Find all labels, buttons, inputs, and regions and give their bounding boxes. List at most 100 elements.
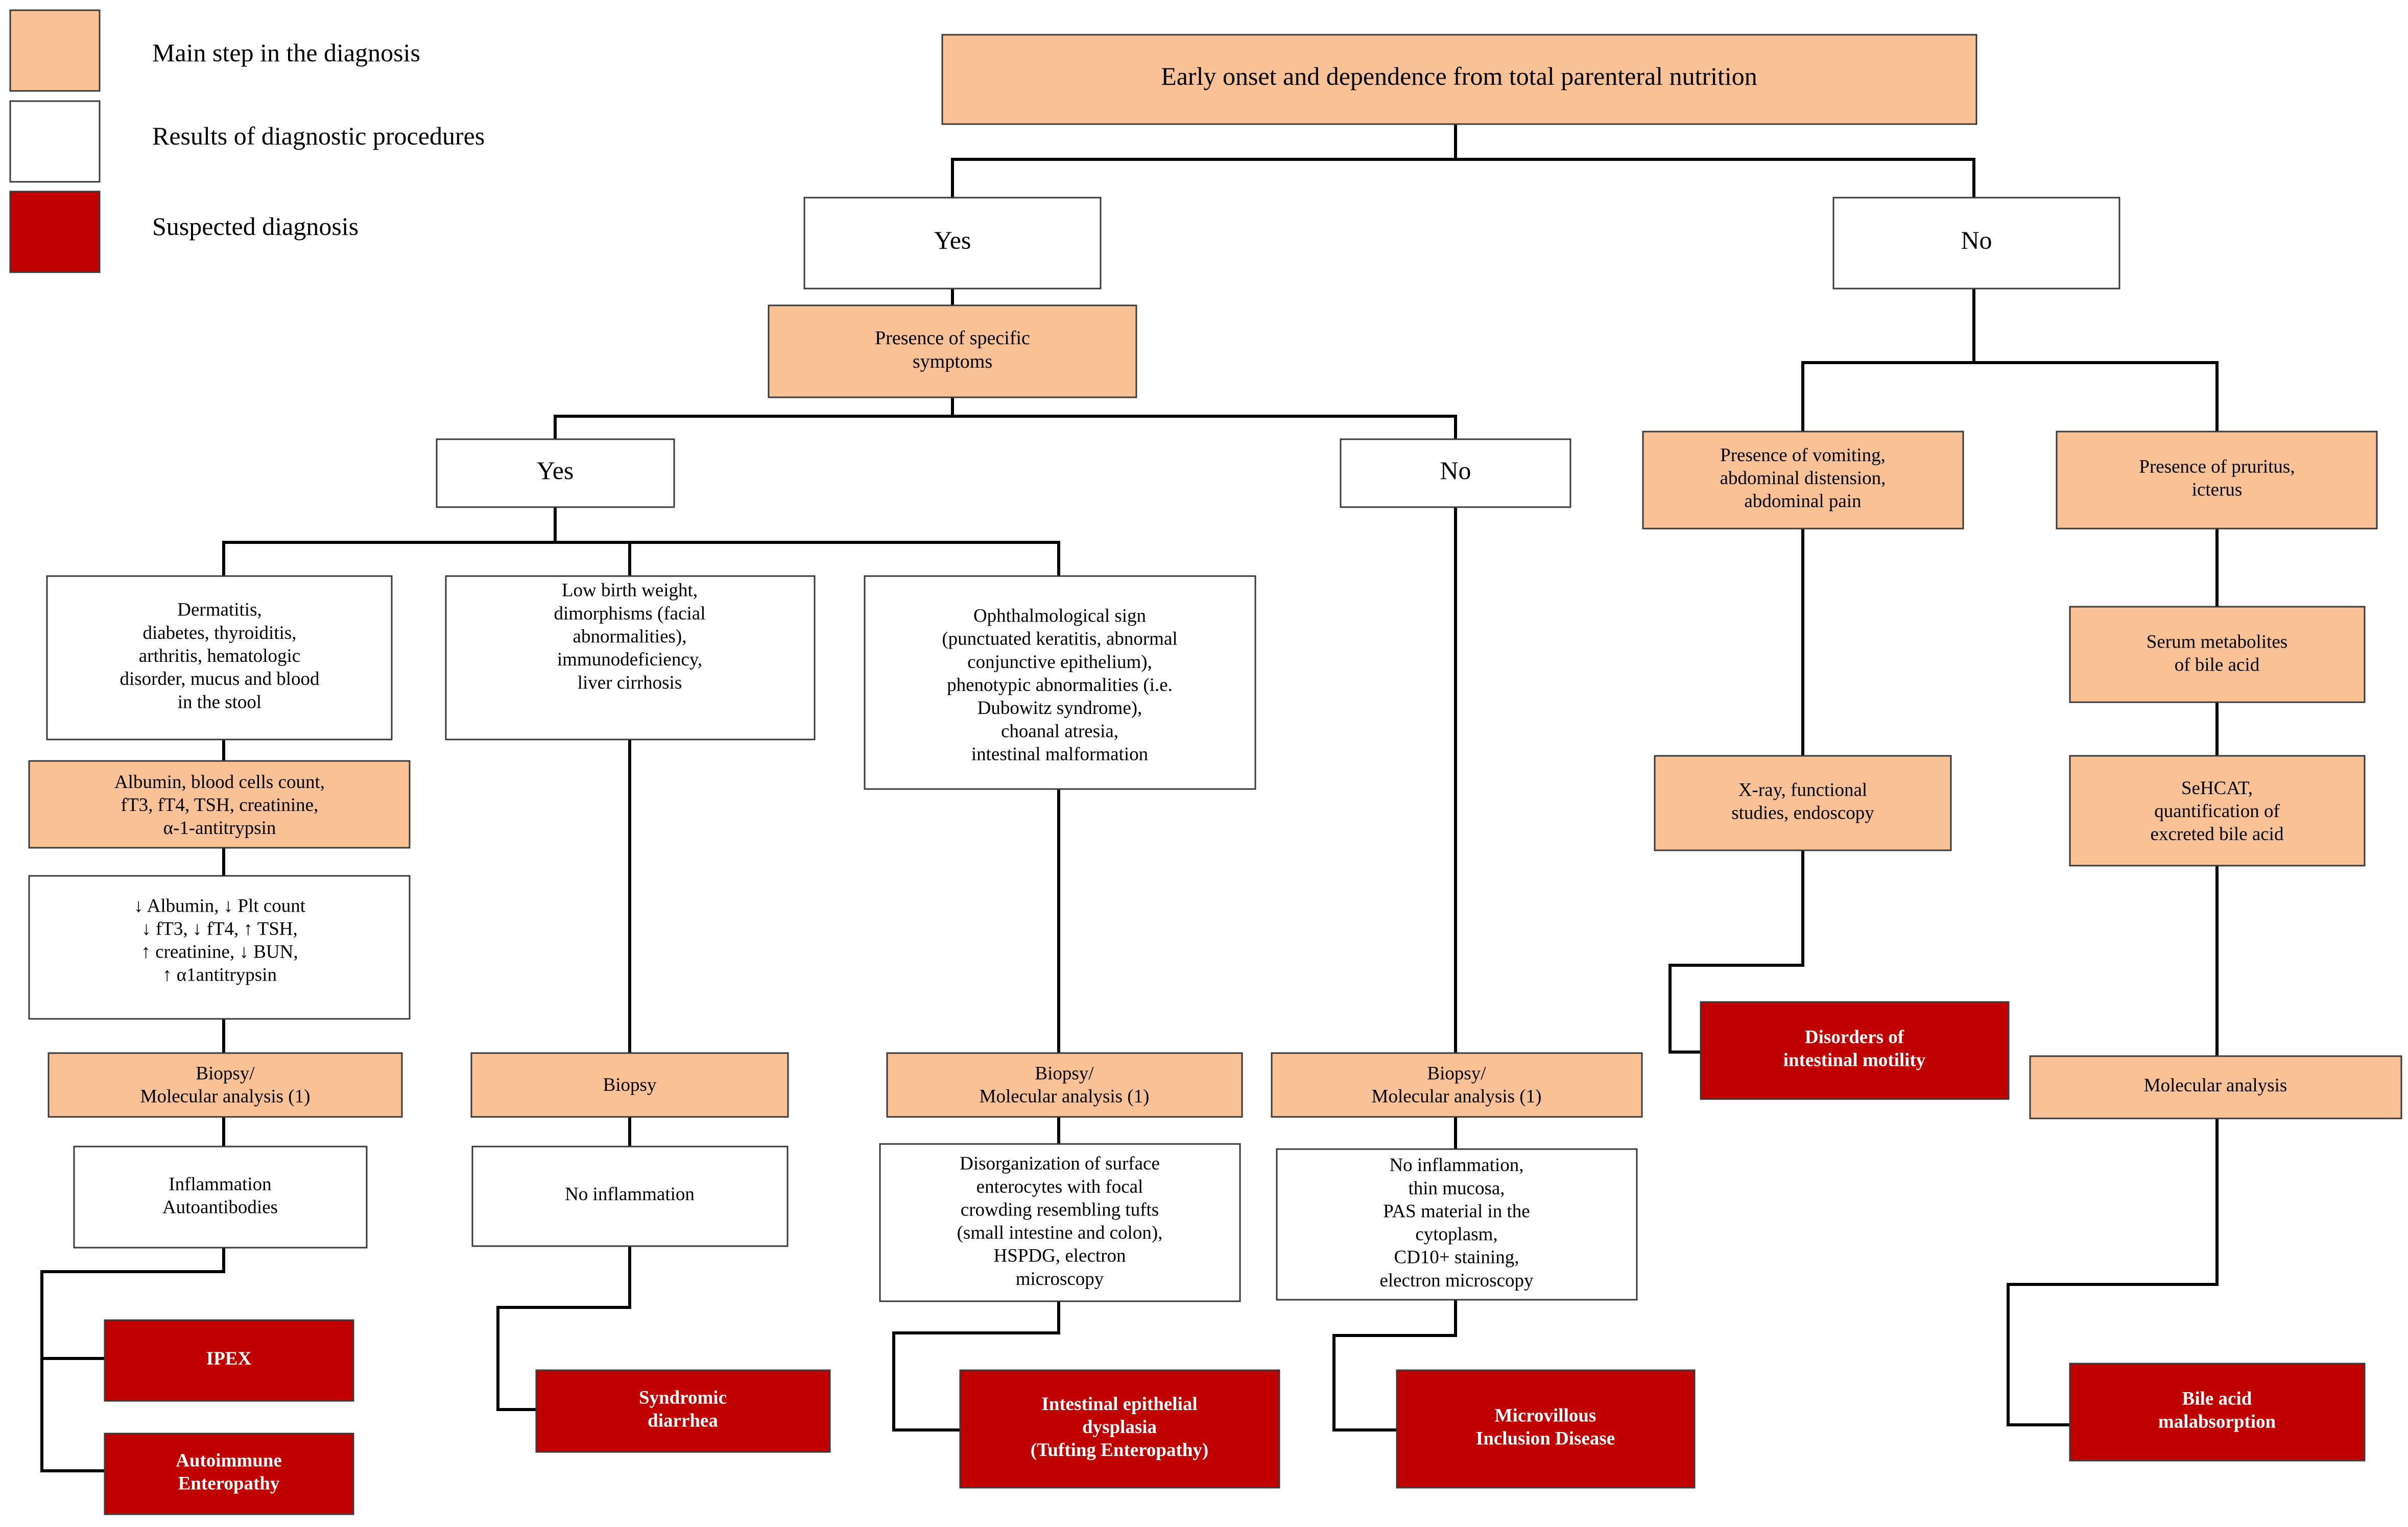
label-motility-line: intestinal motility: [1783, 1050, 1926, 1071]
connectors: [40, 123, 2219, 1472]
node-syndromic: [535, 1369, 831, 1453]
label-vomiting-line: abdominal pain: [1744, 491, 1861, 512]
label-syndromic-line: diarrhea: [648, 1411, 718, 1431]
edge-to-ipex-autoimmune: [40, 1270, 225, 1472]
label-disorganization-line: enterocytes with focal: [976, 1177, 1143, 1198]
label-lab-results-line: ↑ creatinine, ↓ BUN,: [141, 942, 298, 963]
label-root: Early onset and dependence from total pa…: [1161, 62, 1757, 90]
label-albumin-tests-line: Albumin, blood cells count,: [114, 772, 325, 793]
node-ipex: [104, 1319, 354, 1402]
edge-symptoms-split: [554, 396, 1457, 441]
label-xray-line: X-ray, functional: [1738, 780, 1867, 801]
label-bile-malabsorption-line: malabsorption: [2158, 1412, 2276, 1433]
node-yes-top: [803, 197, 1102, 290]
node-bile-malabsorption: [2069, 1363, 2366, 1462]
label-low-birth-weight-line: liver cirrhosis: [578, 673, 682, 694]
node-ophthalmological: [864, 575, 1256, 790]
label-serum-metabolites-line: of bile acid: [2175, 655, 2260, 676]
label-specific-symptoms-line: symptoms: [913, 351, 992, 372]
node-biopsy-mol-2: [886, 1052, 1243, 1118]
label-no-mid: No: [1440, 456, 1471, 485]
node-tufting: [959, 1369, 1280, 1489]
legend-label-suspected: Suspected diagnosis: [152, 212, 359, 241]
node-no-top: [1832, 197, 2120, 290]
label-vomiting-line: abdominal distension,: [1720, 468, 1886, 489]
label-ophthalmological-line: (punctuated keratitis, abnormal: [942, 629, 1177, 650]
label-biopsy-mol-3-line: Biopsy/: [1427, 1063, 1486, 1084]
label-no-top: No: [1961, 226, 1992, 254]
label-lab-results-line: ↑ α1antitrypsin: [162, 965, 277, 986]
label-no-top-line: No: [1961, 226, 1992, 254]
edge-to-microvillous: [1332, 1298, 1457, 1431]
label-ipex-line: IPEX: [206, 1348, 252, 1369]
label-xray-line: studies, endoscopy: [1731, 803, 1874, 824]
label-disorganization-line: HSPDG, electron: [994, 1246, 1126, 1267]
label-tufting-line: (Tufting Enteropathy): [1031, 1440, 1208, 1461]
label-disorganization-line: microscopy: [1016, 1269, 1104, 1290]
node-pruritus: [2056, 431, 2378, 530]
label-vomiting-line: Presence of vomiting,: [1720, 445, 1886, 466]
label-biopsy-mol-2-line: Molecular analysis (1): [980, 1086, 1150, 1107]
node-molecular-analysis: [2029, 1055, 2402, 1119]
label-no-mid-line: No: [1440, 456, 1471, 485]
label-disorganization-line: crowding resembling tufts: [961, 1200, 1159, 1221]
label-microvillous-line: Inclusion Disease: [1476, 1428, 1615, 1449]
label-tufting-line: dysplasia: [1082, 1417, 1157, 1438]
label-yes-mid: Yes: [537, 456, 574, 485]
label-biopsy-mol-3: Biopsy/Molecular analysis (1): [1372, 1063, 1542, 1107]
label-ophthalmological-line: phenotypic abnormalities (i.e.: [947, 675, 1173, 696]
edge-to-motility: [1668, 849, 1804, 1054]
label-yes-top-line: Yes: [934, 226, 971, 254]
node-low-birth-weight: [445, 575, 816, 741]
label-yes-mid-line: Yes: [537, 456, 574, 485]
label-biopsy: Biopsy: [603, 1075, 657, 1095]
edge-root-split: [951, 123, 1975, 199]
label-dermatitis-line: Dermatitis,: [177, 600, 261, 621]
label-sehcat-line: SeHCAT,: [2181, 778, 2253, 799]
label-no-inflammation-thin-line: CD10+ staining,: [1394, 1247, 1519, 1268]
label-biopsy-mol-1-line: Molecular analysis (1): [140, 1086, 311, 1107]
label-inflammation-line: Autoantibodies: [162, 1197, 278, 1218]
label-disorganization-line: Disorganization of surface: [960, 1154, 1160, 1175]
label-no-inflammation-thin-line: PAS material in the: [1383, 1201, 1530, 1222]
label-low-birth-weight-line: abnormalities),: [573, 626, 687, 647]
node-autoimmune: [104, 1433, 354, 1515]
label-root-line: Early onset and dependence from total pa…: [1161, 62, 1757, 90]
node-albumin-tests: [28, 760, 411, 849]
label-no-inflammation: No inflammation: [565, 1184, 695, 1205]
label-lab-results-line: ↓ Albumin, ↓ Plt count: [134, 896, 306, 917]
label-biopsy-mol-2-line: Biopsy/: [1035, 1063, 1094, 1084]
label-pruritus-line: Presence of pruritus,: [2139, 457, 2295, 478]
label-dermatitis: Dermatitis,diabetes, thyroiditis,arthrit…: [120, 600, 320, 713]
node-root: [941, 34, 1977, 125]
legend-swatch-main-step: [9, 9, 101, 92]
label-biopsy-line: Biopsy: [603, 1075, 657, 1095]
node-inflammation: [73, 1146, 368, 1249]
node-motility: [1700, 1001, 2010, 1100]
label-motility-line: Disorders of: [1805, 1027, 1904, 1048]
label-ipex: IPEX: [206, 1348, 252, 1369]
label-low-birth-weight-line: immunodeficiency,: [557, 650, 702, 671]
label-lab-results: ↓ Albumin, ↓ Plt count↓ fT3, ↓ fT4, ↑ TS…: [134, 896, 306, 986]
label-albumin-tests-line: fT3, fT4, TSH, creatinine,: [121, 795, 319, 816]
label-molecular-analysis-line: Molecular analysis: [2144, 1075, 2287, 1096]
node-biopsy-mol-1: [47, 1052, 403, 1118]
label-albumin-tests-line: α-1-antitrypsin: [163, 818, 276, 839]
node-biopsy-mol-3: [1271, 1052, 1643, 1118]
node-no-inflammation: [471, 1146, 789, 1247]
label-no-inflammation-thin-line: thin mucosa,: [1408, 1178, 1505, 1199]
node-sehcat: [2069, 755, 2366, 867]
label-ophthalmological-line: conjunctive epithelium),: [967, 652, 1152, 673]
label-ophthalmological-line: Ophthalmological sign: [973, 606, 1146, 627]
label-syndromic-line: Syndromic: [639, 1388, 727, 1409]
label-molecular-analysis: Molecular analysis: [2144, 1075, 2287, 1096]
